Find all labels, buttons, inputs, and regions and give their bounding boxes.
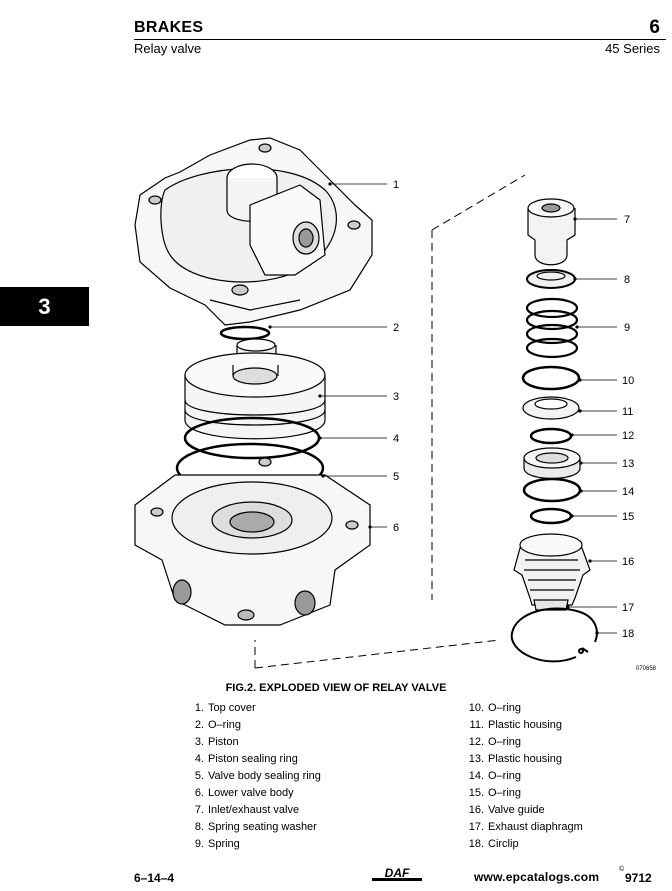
inlet-exhaust-valve-drawing bbox=[527, 198, 576, 266]
callout-8: 8 bbox=[624, 274, 630, 286]
piston-drawing bbox=[184, 338, 326, 440]
callout-14: 14 bbox=[622, 486, 634, 498]
callout-13: 13 bbox=[622, 458, 634, 470]
chapter-number: 6 bbox=[649, 17, 660, 38]
valve-guide-drawing bbox=[513, 533, 591, 606]
header-rule bbox=[134, 39, 666, 40]
page-subtitle: Relay valve bbox=[134, 41, 202, 56]
figure-caption: FIG.2. EXPLODED VIEW OF RELAY VALVE bbox=[225, 682, 447, 694]
top-cover-drawing bbox=[134, 137, 373, 326]
callout-18: 18 bbox=[622, 628, 634, 640]
chapter-tab: 3 bbox=[0, 287, 89, 326]
o-ring-12-drawing bbox=[529, 427, 573, 445]
website-url: www.epcatalogs.com bbox=[474, 870, 600, 884]
plastic-housing-11-drawing bbox=[522, 396, 580, 420]
callout-7: 7 bbox=[624, 214, 630, 226]
callout-16: 16 bbox=[622, 556, 634, 568]
callout-12: 12 bbox=[622, 430, 634, 442]
lower-valve-body-drawing bbox=[134, 457, 371, 626]
exploded-view-diagram: 1 2 3 4 5 6 7 8 9 10 11 12 13 14 15 16 1… bbox=[134, 137, 657, 672]
document-code: 9712 bbox=[625, 871, 652, 885]
callout-17: 17 bbox=[622, 602, 634, 614]
o-ring-2-drawing bbox=[219, 325, 271, 341]
washer-inner bbox=[536, 271, 566, 281]
o-ring-15-drawing bbox=[529, 507, 573, 525]
callout-9: 9 bbox=[624, 322, 630, 334]
callout-15: 15 bbox=[622, 511, 634, 523]
callout-10: 10 bbox=[622, 375, 634, 387]
callout-1: 1 bbox=[393, 179, 399, 191]
page-number: 6–14–4 bbox=[134, 871, 175, 885]
callout-11: 11 bbox=[622, 406, 633, 418]
plastic-housing-13-drawing bbox=[523, 447, 581, 480]
section-title: BRAKES bbox=[134, 19, 204, 36]
leader-lines bbox=[270, 183, 617, 634]
callout-6: 6 bbox=[393, 522, 399, 534]
callout-4: 4 bbox=[393, 433, 399, 445]
leader-dots bbox=[268, 182, 599, 635]
spring-seating-washer-drawing bbox=[526, 269, 576, 289]
o-ring-10-drawing bbox=[521, 365, 581, 391]
o-ring-14-drawing bbox=[522, 477, 582, 503]
circlip-drawing bbox=[510, 607, 598, 663]
callout-5: 5 bbox=[393, 471, 399, 483]
assembly-line-right bbox=[254, 174, 526, 669]
spring-drawing bbox=[525, 297, 579, 359]
callout-2: 2 bbox=[393, 322, 399, 334]
series-label: 45 Series bbox=[605, 41, 660, 56]
callout-3: 3 bbox=[393, 391, 399, 403]
svg-text:DAF: DAF bbox=[385, 866, 410, 880]
copyright-mark: © bbox=[619, 866, 625, 873]
drawing-id: 070658 bbox=[636, 666, 657, 672]
daf-logo: DAF bbox=[372, 866, 422, 881]
